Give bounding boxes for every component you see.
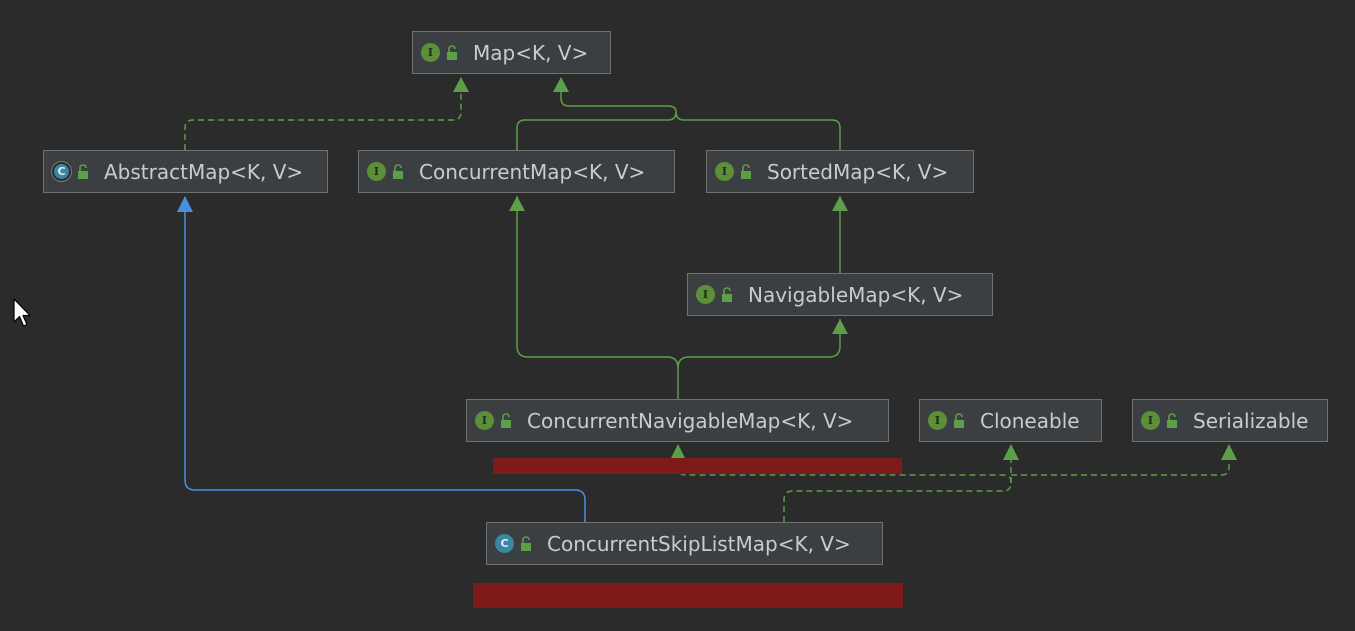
unlocked-icon	[954, 412, 964, 428]
node-concurrent-skip-list-map[interactable]: C ConcurrentSkipListMap<K, V>	[486, 522, 883, 565]
interface-icon: I	[421, 43, 440, 62]
unlocked-icon	[521, 535, 531, 551]
arrowhead-sortedmap	[832, 196, 848, 211]
node-serializable[interactable]: I Serializable	[1132, 399, 1328, 442]
node-label: Cloneable	[980, 408, 1080, 433]
edge-csl-implements-serializable	[1011, 460, 1230, 476]
node-label: SortedMap<K, V>	[767, 159, 949, 184]
unlocked-icon	[722, 286, 732, 302]
edge-sortedmap-extends-map	[675, 111, 841, 150]
node-label: ConcurrentNavigableMap<K, V>	[527, 408, 854, 433]
unlocked-icon	[393, 163, 403, 179]
edge-abstractmap-implements-map	[184, 78, 462, 150]
class-icon: C	[495, 534, 514, 553]
mouse-cursor-icon	[13, 298, 31, 327]
interface-icon: I	[696, 285, 715, 304]
node-map[interactable]: I Map<K, V>	[412, 31, 611, 74]
interface-icon: I	[1141, 411, 1160, 430]
unlocked-icon	[741, 163, 751, 179]
node-label: AbstractMap<K, V>	[104, 159, 304, 184]
redaction-bar-1	[493, 458, 902, 474]
node-label: Serializable	[1193, 408, 1309, 433]
arrowhead-abstractmap-map	[453, 77, 469, 92]
node-label: NavigableMap<K, V>	[748, 282, 964, 307]
edge-concurrentmap-extends-map	[516, 78, 677, 150]
unlocked-icon	[447, 44, 457, 60]
interface-icon: I	[475, 411, 494, 430]
arrowhead-navigablemap	[832, 319, 848, 334]
node-sorted-map[interactable]: I SortedMap<K, V>	[706, 150, 974, 193]
node-concurrent-navigable-map[interactable]: I ConcurrentNavigableMap<K, V>	[466, 399, 889, 442]
node-navigable-map[interactable]: I NavigableMap<K, V>	[687, 273, 993, 316]
arrowhead-cnm	[670, 444, 686, 460]
unlocked-icon	[501, 412, 511, 428]
node-label: ConcurrentSkipListMap<K, V>	[547, 531, 851, 556]
edge-cnm-extends-navigablemap	[677, 319, 841, 369]
edge-csl-extends-abstractmap	[184, 197, 586, 522]
arrowhead-concurrentmap	[509, 196, 525, 211]
node-abstract-map[interactable]: C AbstractMap<K, V>	[43, 150, 328, 193]
interface-icon: I	[715, 162, 734, 181]
node-concurrent-map[interactable]: I ConcurrentMap<K, V>	[358, 150, 675, 193]
arrowhead-abstractmap	[177, 196, 193, 212]
edge-cnm-extends-concurrentmap	[516, 196, 679, 399]
interface-icon: I	[928, 411, 947, 430]
arrowhead-serializable	[1221, 444, 1237, 460]
abstract-class-icon: C	[52, 162, 71, 181]
node-cloneable[interactable]: I Cloneable	[919, 399, 1102, 442]
arrowhead-map-interfaces	[553, 77, 569, 92]
interface-icon: I	[367, 162, 386, 181]
arrowhead-cloneable	[1003, 444, 1019, 460]
redaction-bar-2	[473, 583, 903, 608]
node-label: Map<K, V>	[473, 40, 589, 65]
unlocked-icon	[78, 163, 88, 179]
edge-csl-implements-group	[677, 460, 1012, 522]
node-label: ConcurrentMap<K, V>	[419, 159, 646, 184]
unlocked-icon	[1167, 412, 1177, 428]
